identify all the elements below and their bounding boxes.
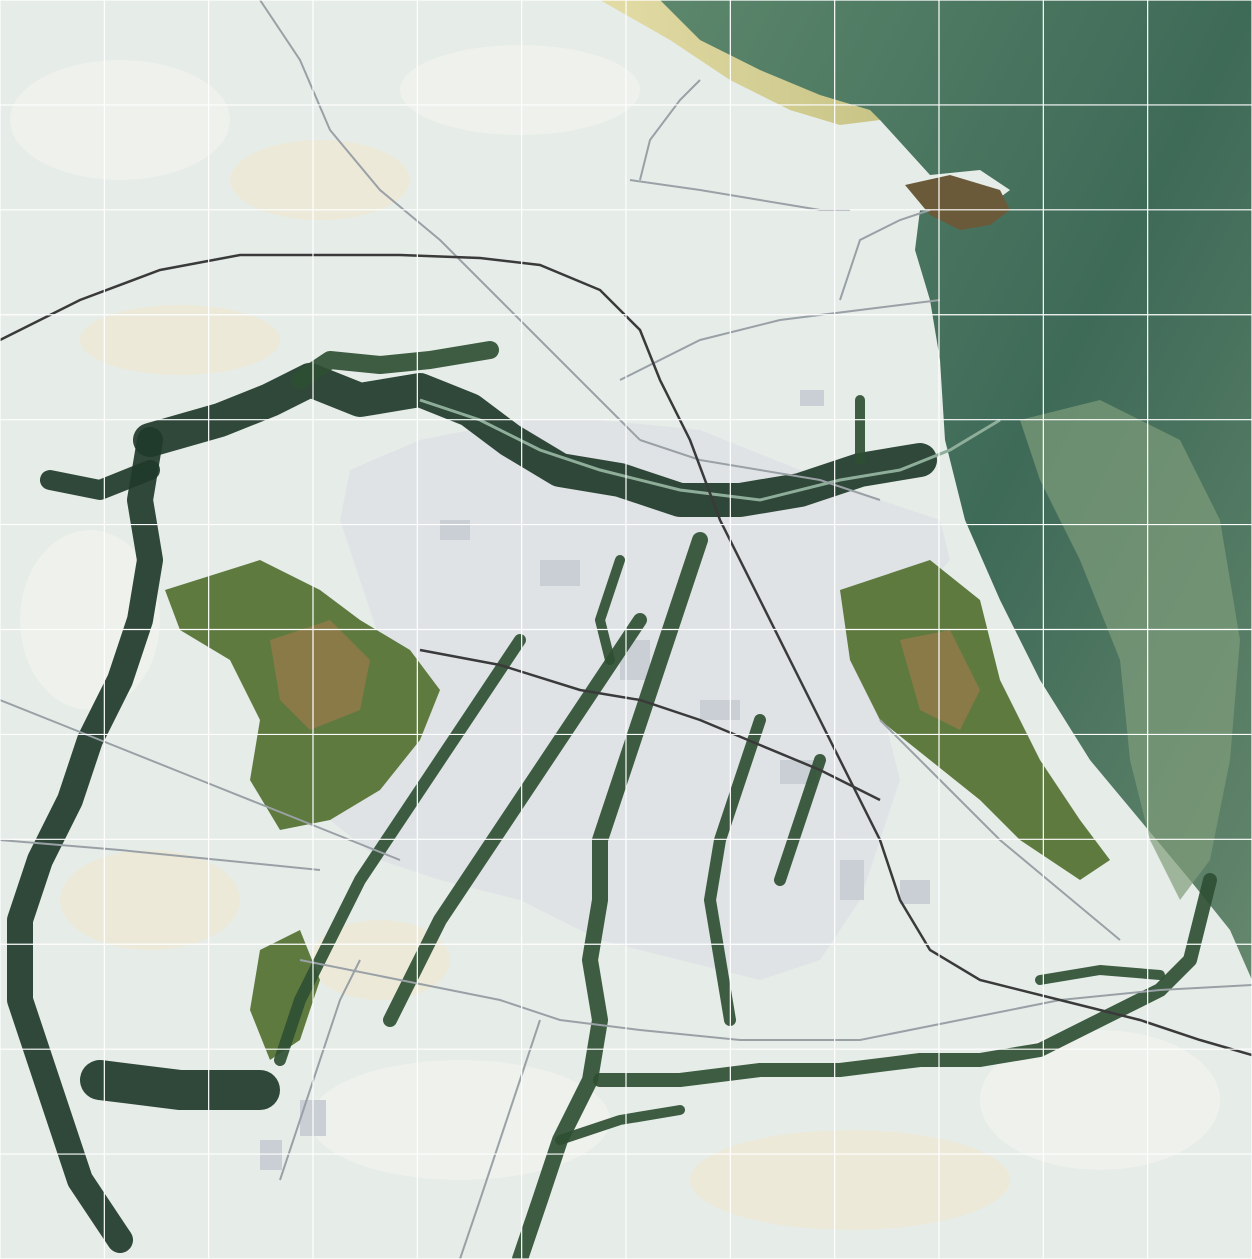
green-corridors <box>7 341 1217 1259</box>
agricultural-fields <box>165 560 1110 1060</box>
railway <box>0 253 1252 1057</box>
headland <box>905 175 1010 230</box>
river <box>419 398 1001 502</box>
beach <box>600 0 880 125</box>
